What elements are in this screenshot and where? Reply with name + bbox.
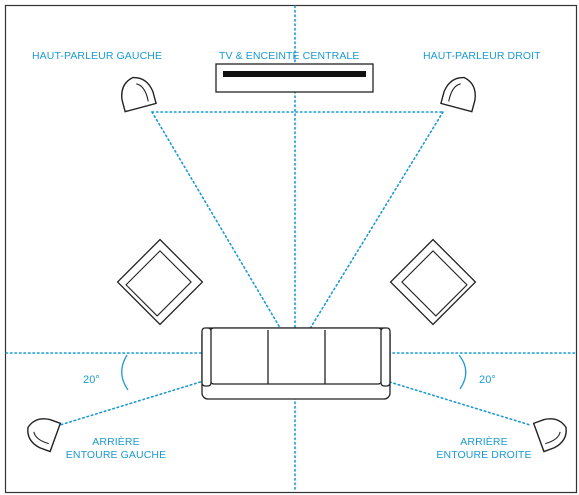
rear-left-speaker-label: ARRIÈRE ENTOURE GAUCHE	[56, 436, 176, 462]
armchair-icon	[389, 238, 477, 326]
rear-right-label-line2: ENTOURE DROITE	[436, 449, 532, 461]
angle-arc-left	[121, 354, 129, 391]
room-outline	[4, 4, 578, 494]
angle-arc-right	[458, 354, 467, 390]
left-to-listener-line	[151, 111, 296, 354]
tv-center-speaker-label: TV & ENCEINTE CENTRALE	[219, 50, 360, 62]
front-right-speaker-label: HAUT-PARLEUR DROIT	[423, 50, 541, 62]
angle-label-left: 20°	[83, 374, 100, 386]
speaker-icon	[121, 76, 157, 113]
speaker-icon	[27, 418, 62, 453]
right-to-listener-line	[294, 111, 444, 354]
speaker-icon	[440, 76, 476, 113]
armchair-icon	[116, 238, 204, 326]
rear-right-speaker-label: ARRIÈRE ENTOURE DROITE	[424, 436, 544, 462]
sofa-back	[209, 327, 383, 385]
sofa-arm-left	[201, 327, 212, 387]
angle-label-right: 20°	[479, 374, 496, 386]
rear-left-label-line2: ENTOURE GAUCHE	[65, 449, 167, 461]
front-left-speaker-label: HAUT-PARLEUR GAUCHE	[32, 50, 163, 62]
rear-right-label-line1: ARRIÈRE	[460, 436, 508, 448]
sofa-icon	[201, 327, 391, 400]
sofa-arm-right	[380, 327, 391, 387]
rear-left-label-line1: ARRIÈRE	[92, 436, 140, 448]
tv-icon	[215, 63, 374, 93]
speaker-icon	[532, 418, 567, 453]
